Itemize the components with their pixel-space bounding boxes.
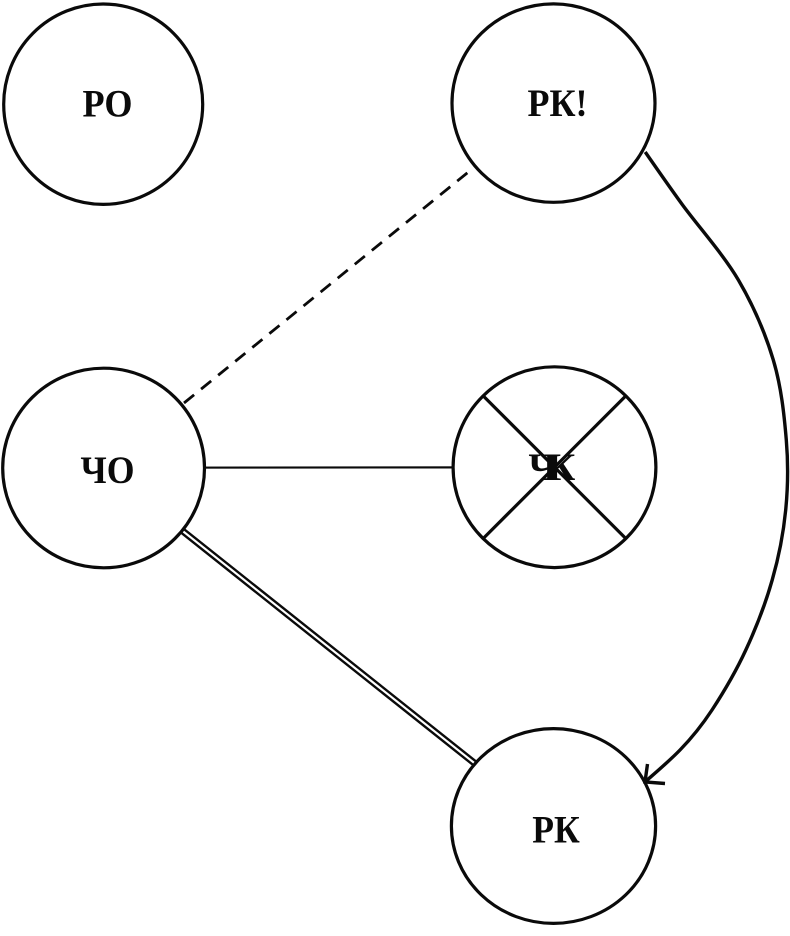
svg-text:К: К	[547, 446, 575, 489]
svg-text:РО: РО	[83, 82, 133, 125]
svg-text:Ч: Ч	[529, 446, 558, 489]
svg-text:РК: РК	[532, 809, 580, 852]
svg-text:РК!: РК!	[528, 82, 588, 125]
svg-text:ЧО: ЧО	[81, 449, 135, 492]
